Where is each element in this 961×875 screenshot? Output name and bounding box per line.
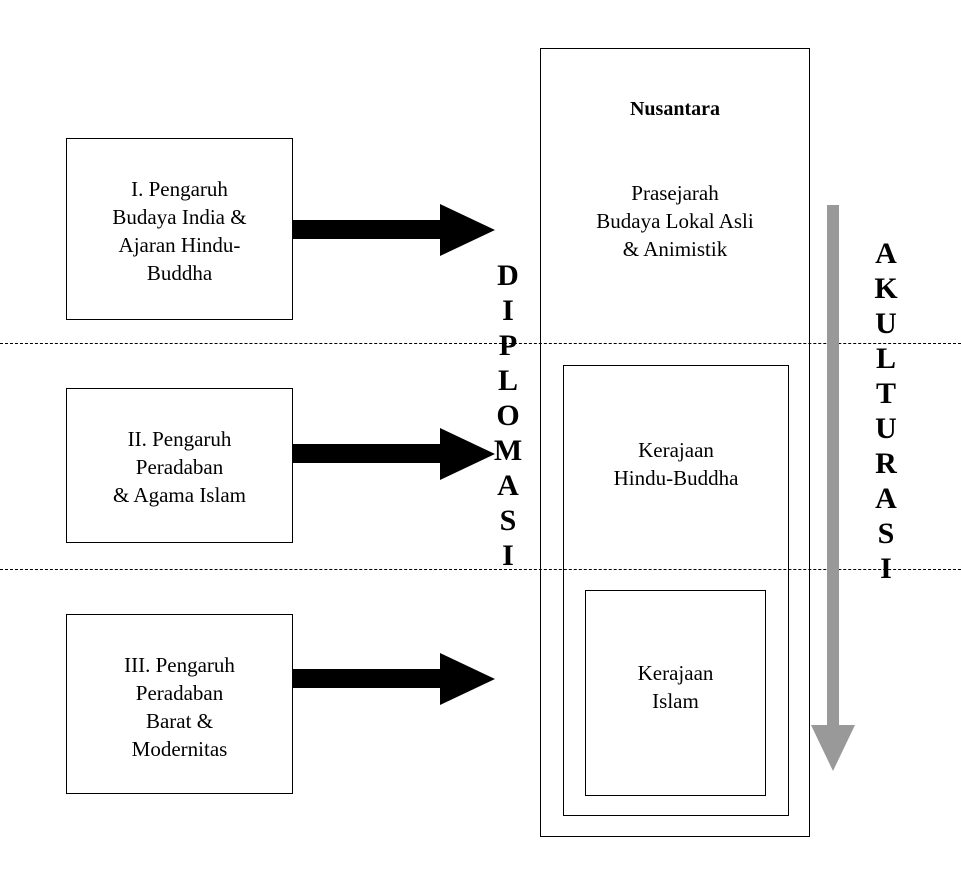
diplomasi-letter: I (502, 539, 514, 572)
arrow-right-3 (293, 653, 495, 705)
influence-box-1: I. Pengaruh Budaya India & Ajaran Hindu-… (66, 138, 293, 320)
separator-line-1 (0, 343, 961, 344)
diplomasi-letter: P (498, 329, 518, 362)
arrow-right-1 (293, 204, 495, 256)
diplomasi-letter: L (497, 364, 518, 397)
influence-box-1-label: I. Pengaruh Budaya India & Ajaran Hindu-… (112, 177, 247, 285)
akulturasi-letter: A (875, 237, 897, 270)
akulturasi-letter: A (875, 482, 897, 515)
akulturasi-letter: I (880, 552, 892, 585)
diplomasi-letter: D (497, 259, 519, 292)
akulturasi-letter: S (877, 517, 895, 550)
akulturasi-letter: K (874, 272, 898, 305)
islam-box: Kerajaan Islam (585, 590, 766, 796)
akulturasi-letter: R (875, 447, 897, 480)
diplomasi-letter: I (502, 294, 514, 327)
hindu-buddha-box: Kerajaan Hindu-Buddha (563, 365, 789, 816)
arrow-right-2 (293, 428, 495, 480)
akulturasi-letter: U (875, 412, 897, 445)
akulturasi-arrow (811, 205, 855, 771)
prasejarah-label: Prasejarah Budaya Lokal Asli & Animistik (596, 181, 754, 261)
diplomasi-letter: A (497, 469, 519, 502)
diplomasi-letter: M (493, 434, 523, 467)
nusantara-title: Nusantara (629, 98, 720, 120)
islam-label: Kerajaan Islam (637, 661, 714, 713)
influence-box-3-label: III. Pengaruh Peradaban Barat & Modernit… (124, 653, 235, 761)
nusantara-box: Nusantara Prasejarah Budaya Lokal Asli &… (540, 48, 810, 837)
diplomasi-letter: O (496, 399, 520, 432)
separator-line-2 (0, 569, 961, 570)
akulturasi-letter: T (875, 377, 896, 410)
influence-box-3: III. Pengaruh Peradaban Barat & Modernit… (66, 614, 293, 794)
hindu-buddha-label: Kerajaan Hindu-Buddha (613, 438, 739, 490)
akulturasi-letter: L (875, 342, 896, 375)
influence-box-2-label: II. Pengaruh Peradaban & Agama Islam (113, 427, 246, 507)
diplomasi-letter: S (499, 504, 517, 537)
influence-box-2: II. Pengaruh Peradaban & Agama Islam (66, 388, 293, 543)
akulturasi-letter: U (875, 307, 897, 340)
